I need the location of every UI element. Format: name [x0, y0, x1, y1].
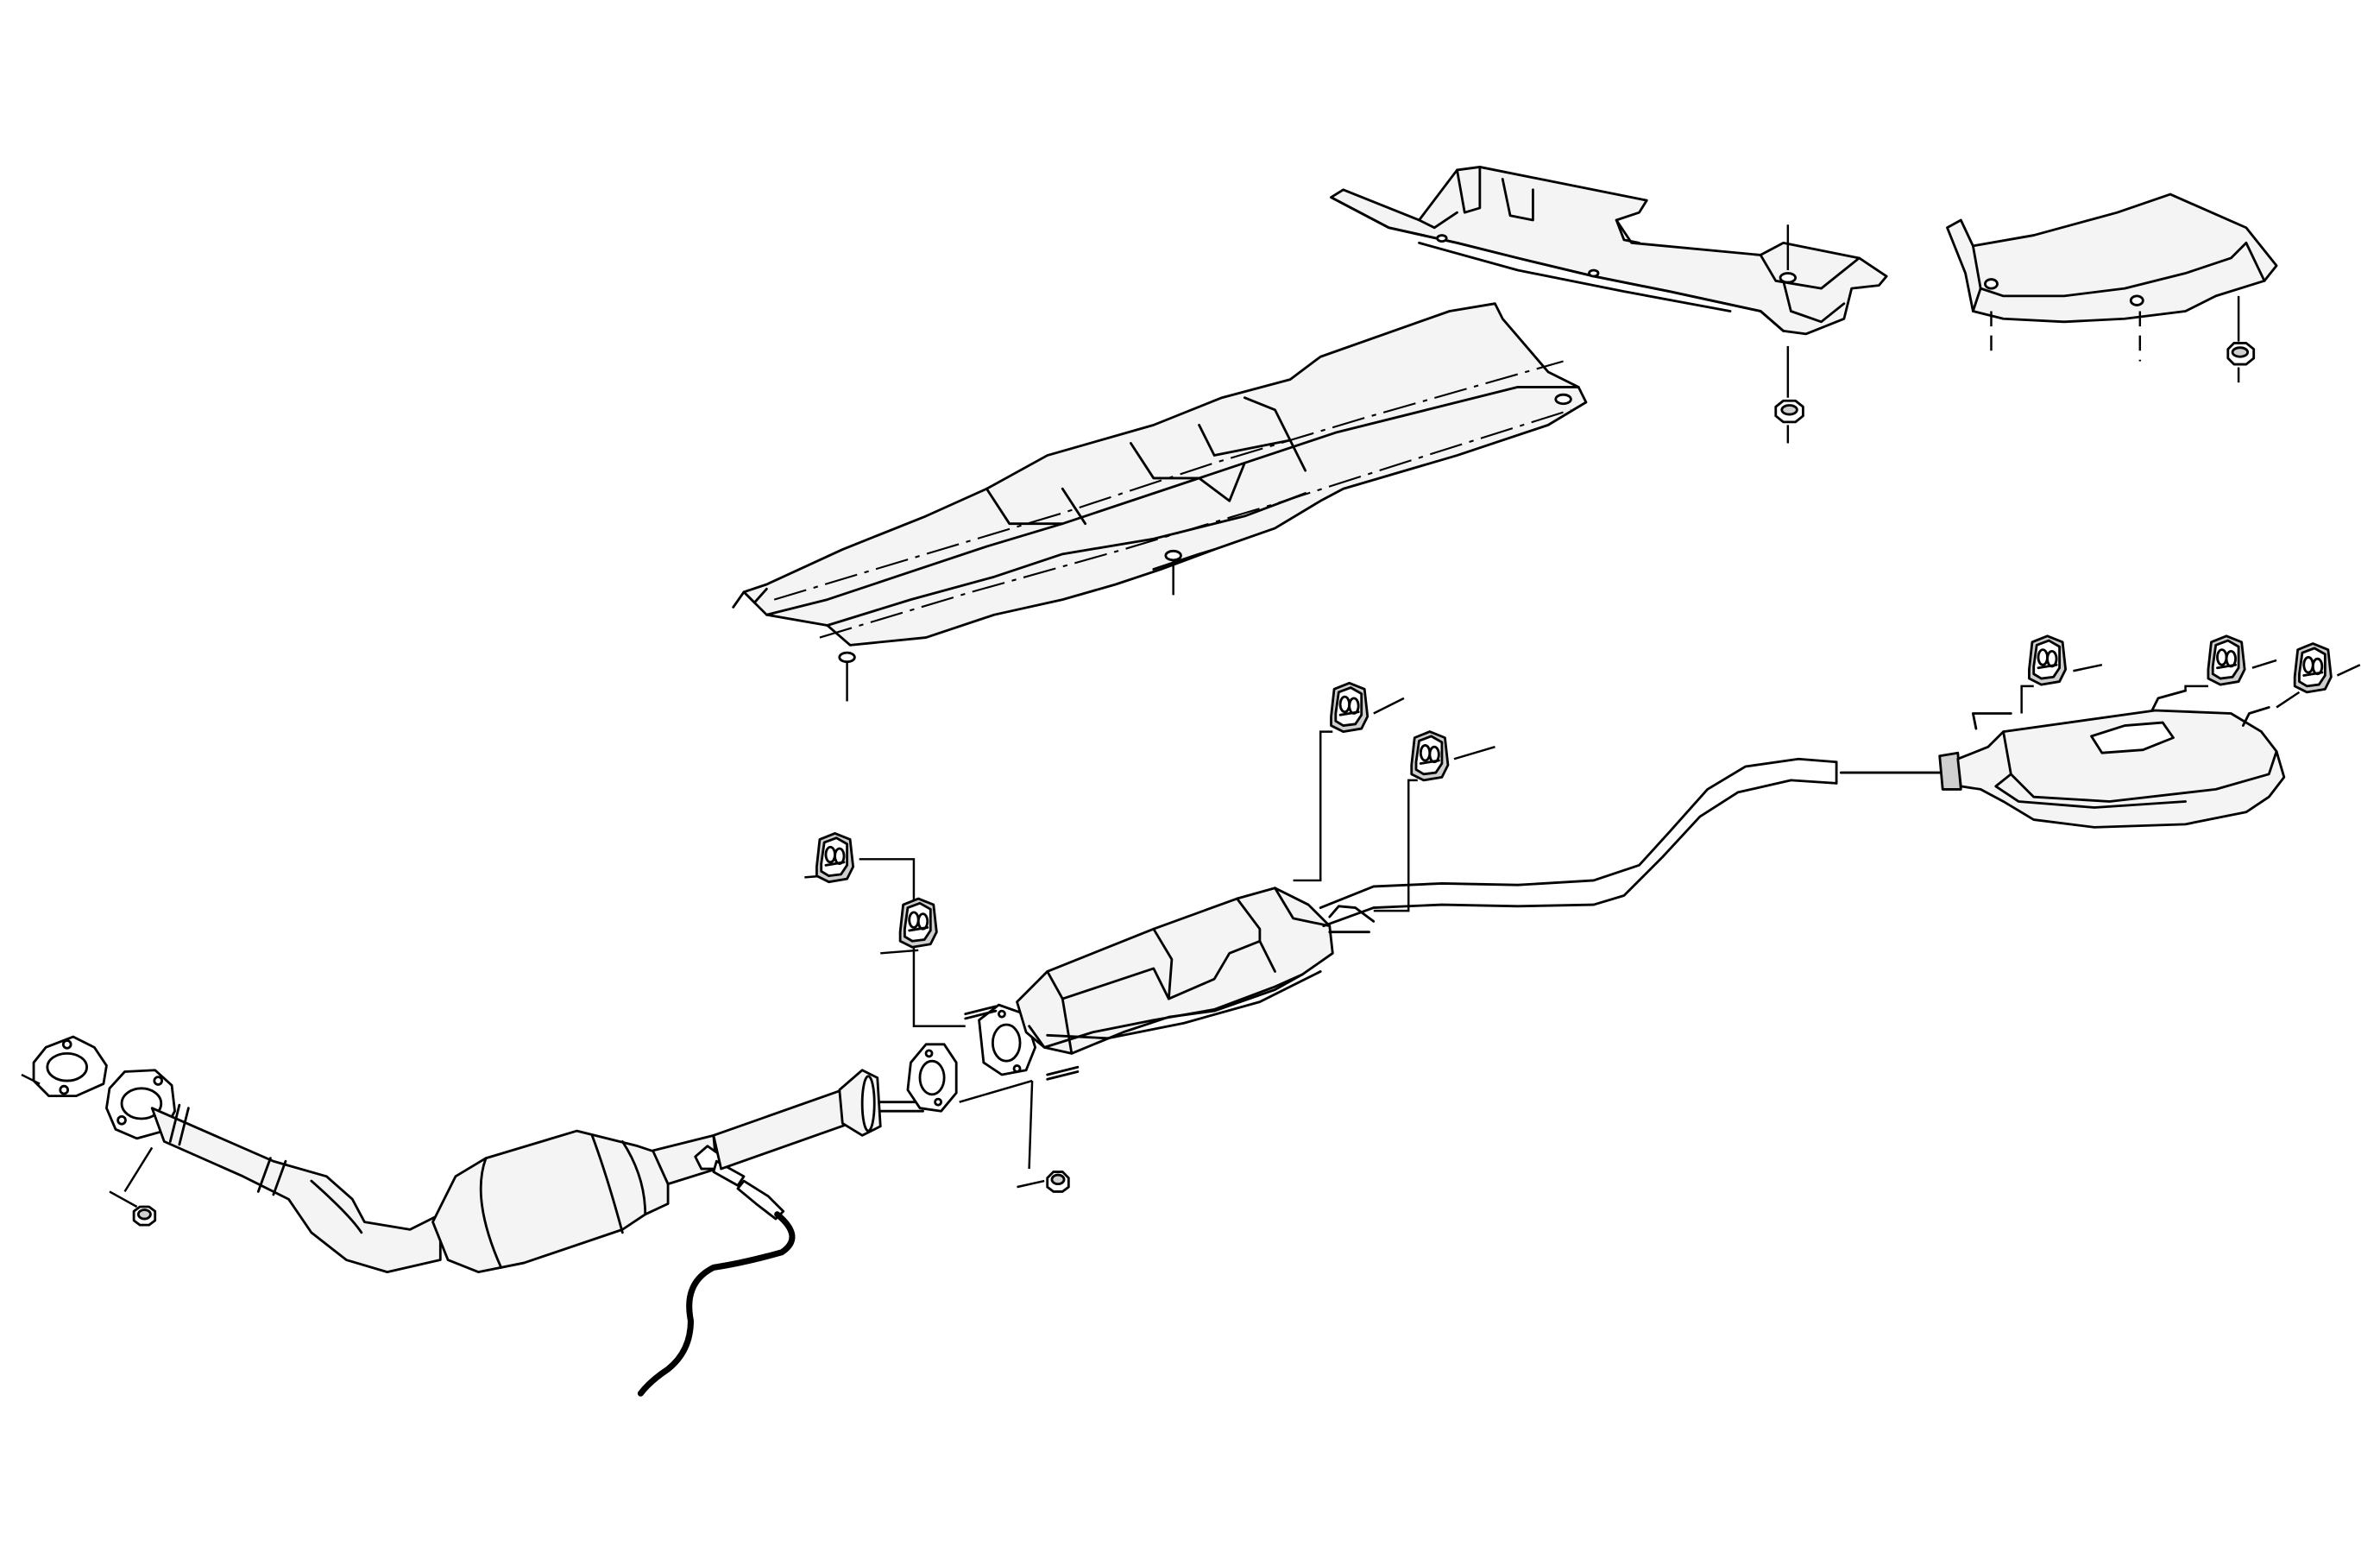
front-pipe-nut [109, 1146, 157, 1227]
hanger-leader-line [2276, 664, 2361, 709]
front-pipe [150, 1103, 442, 1274]
hanger-leader-line [880, 949, 919, 955]
rubber-hanger [898, 897, 938, 949]
tailpipe [1319, 757, 1944, 928]
muffler-heat-shield [1946, 192, 2278, 383]
center-gasket [906, 1043, 958, 1113]
heat-shield-nut [1774, 399, 1804, 424]
hanger-leader-line [804, 858, 966, 1027]
hanger-leader-line [1293, 697, 1405, 882]
intermediate-pipe [712, 1069, 924, 1171]
front-catalytic-converter [431, 1129, 718, 1274]
rear-muffler [1938, 689, 2286, 829]
hanger-leader-line [2020, 664, 2103, 714]
center-bolts [959, 1005, 1080, 1193]
rear-catalytic-converter [1016, 887, 1376, 1055]
long-heat-shield [732, 302, 1588, 702]
heat-shield-nut [2226, 342, 2256, 366]
rubber-hanger [2028, 634, 2068, 686]
intermediate-pipe-flange [978, 1003, 1037, 1076]
front-pipe-gasket [21, 1035, 108, 1098]
hanger-leader-line [2184, 659, 2277, 691]
rubber-hanger [815, 832, 855, 884]
rubber-hanger [1410, 730, 1450, 782]
rubber-hanger [2207, 634, 2246, 686]
rear-tunnel-heat-shield [1330, 166, 1888, 444]
rubber-hanger [2293, 642, 2333, 694]
rubber-hanger [1330, 681, 1369, 733]
hanger-leader-line [1373, 745, 1495, 912]
oxygen-sensor [637, 1145, 796, 1397]
